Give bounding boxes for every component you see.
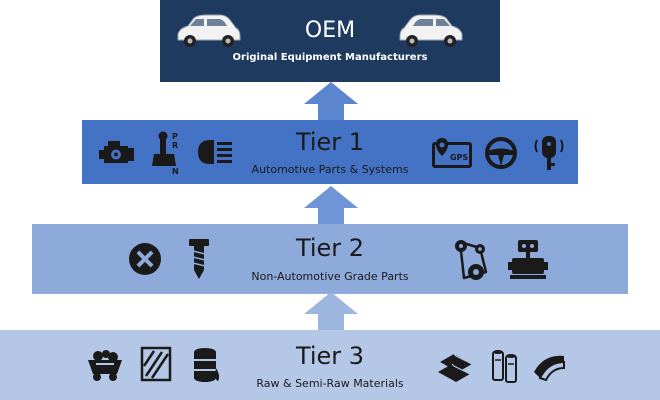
car-key-icon	[534, 132, 564, 172]
gear-shifter-icon: P R N	[152, 130, 182, 174]
tier2-title: Tier 2	[295, 234, 365, 262]
arrow-tier1-to-oem	[304, 82, 358, 120]
ore-cart-icon	[86, 348, 124, 382]
tier3-title: Tier 3	[295, 342, 365, 370]
tier2-subtitle: Non-Automotive Grade Parts	[251, 270, 409, 283]
tier1-subtitle: Automotive Parts & Systems	[251, 163, 409, 176]
oil-barrel-icon	[192, 346, 222, 384]
svg-text:R: R	[172, 141, 178, 150]
tier1-title: Tier 1	[295, 128, 365, 156]
cans-icon	[490, 346, 520, 384]
screw-icon	[188, 238, 210, 280]
arrow-tier2-to-tier1	[304, 186, 358, 224]
car-icon	[398, 12, 466, 50]
svg-text:P: P	[172, 132, 178, 141]
tier2: Tier 2 Non-Automotive Grade Parts	[32, 224, 628, 294]
tier3: Tier 3 Raw & Semi-Raw Materials	[0, 330, 660, 400]
robot-icon	[508, 238, 548, 280]
tier3-subtitle: Raw & Semi-Raw Materials	[256, 377, 404, 390]
sheet-metal-icon	[530, 348, 568, 382]
screw-head-icon	[128, 242, 162, 276]
glass-icon	[140, 346, 172, 382]
headlight-icon	[196, 138, 234, 166]
steering-wheel-icon	[484, 136, 518, 170]
metal-bars-icon	[436, 348, 474, 382]
oem-title: OEM	[304, 18, 356, 43]
oem-subtitle: Original Equipment Manufacturers	[232, 52, 428, 63]
engine-icon	[98, 138, 136, 168]
svg-text:GPS: GPS	[450, 153, 468, 162]
arrow-tier3-to-tier2	[304, 292, 358, 330]
tier1: P R N GPS	[82, 120, 578, 184]
gps-icon: GPS	[430, 136, 474, 170]
car-icon	[174, 12, 242, 50]
belt-pulley-icon	[450, 238, 490, 280]
svg-text:N: N	[172, 167, 179, 174]
oem-tier: OEM Original Equipment Manufacturers	[160, 0, 500, 82]
